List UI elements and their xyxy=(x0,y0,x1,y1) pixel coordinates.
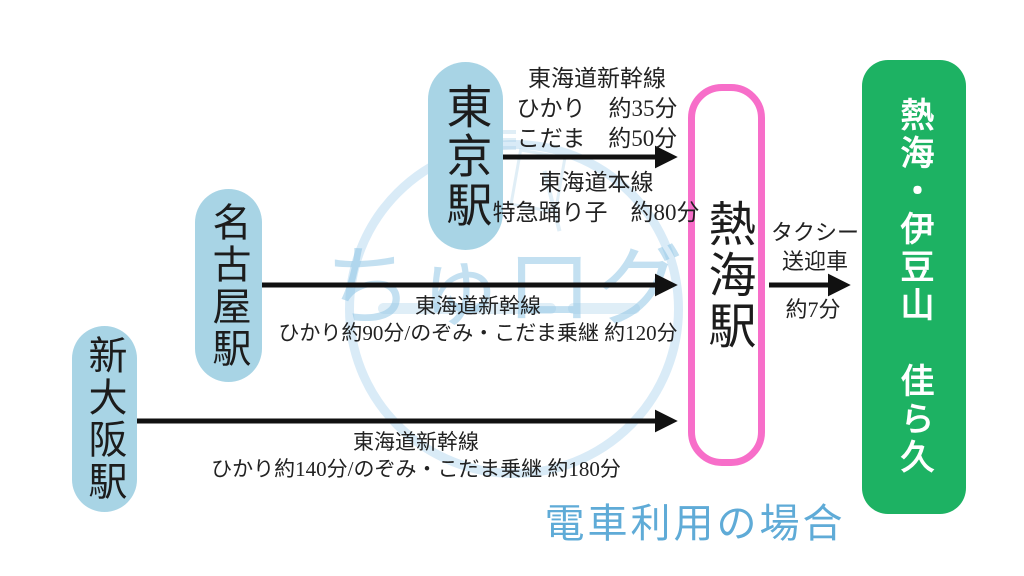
station-label-shin-osaka: 新大阪駅 xyxy=(83,335,126,503)
watermark-subtext xyxy=(378,303,556,314)
route-label-nagoya: 東海道新幹線 ひかり約90分/のぞみ・こだま乗継 約120分 xyxy=(278,293,677,347)
route-duration: こだま 約50分 xyxy=(516,126,678,151)
route-mode: 送迎車 xyxy=(781,249,849,274)
route-line-name: 東海道本線 xyxy=(538,170,654,195)
station-box-shin-osaka: 新大阪駅 xyxy=(72,326,137,512)
route-line-name: 東海道新幹線 xyxy=(528,66,666,91)
station-label-atami: 熱海駅 xyxy=(700,198,754,352)
route-label-taxi-duration: 約7分 xyxy=(785,295,840,324)
destination-box-karaku: 熱海・伊豆山 佳ら久 xyxy=(862,60,966,514)
route-label-taxi: タクシー 送迎車 xyxy=(771,218,859,276)
station-box-tokyo: 東京駅 xyxy=(428,62,503,250)
station-label-tokyo: 東京駅 xyxy=(440,82,492,230)
route-line-name: 東海道新幹線 xyxy=(352,430,479,454)
route-duration: ひかり約90分/のぞみ・こだま乗継 約120分 xyxy=(278,321,678,345)
station-label-nagoya: 名古屋駅 xyxy=(207,201,250,370)
route-duration: ひかり約140分/のぞみ・こだま乗継 約180分 xyxy=(211,457,621,481)
diagram-title: 電車利用の場合 xyxy=(544,502,846,546)
watermark-logo-icon xyxy=(492,128,570,238)
destination-label: 熱海・伊豆山 佳ら久 xyxy=(895,97,933,477)
station-box-atami: 熱海駅 xyxy=(688,84,765,466)
watermark-subtext xyxy=(568,303,640,314)
route-duration: ひかり 約35分 xyxy=(516,96,678,121)
route-duration: 約7分 xyxy=(785,297,841,322)
route-line-name: 東海道新幹線 xyxy=(414,294,541,318)
route-label-tokyo-shinkansen: 東海道新幹線 ひかり 約35分 こだま 約50分 xyxy=(517,64,678,154)
route-label-shin-osaka: 東海道新幹線 ひかり約140分/のぞみ・こだま乗継 約180分 xyxy=(211,429,621,483)
station-box-nagoya: 名古屋駅 xyxy=(195,189,262,382)
route-duration: 特急踊り子 約80分 xyxy=(492,200,700,225)
route-mode: タクシー xyxy=(770,220,860,245)
watermark-ring xyxy=(345,140,683,478)
route-label-tokyo-honsen: 東海道本線 特急踊り子 約80分 xyxy=(493,168,700,228)
